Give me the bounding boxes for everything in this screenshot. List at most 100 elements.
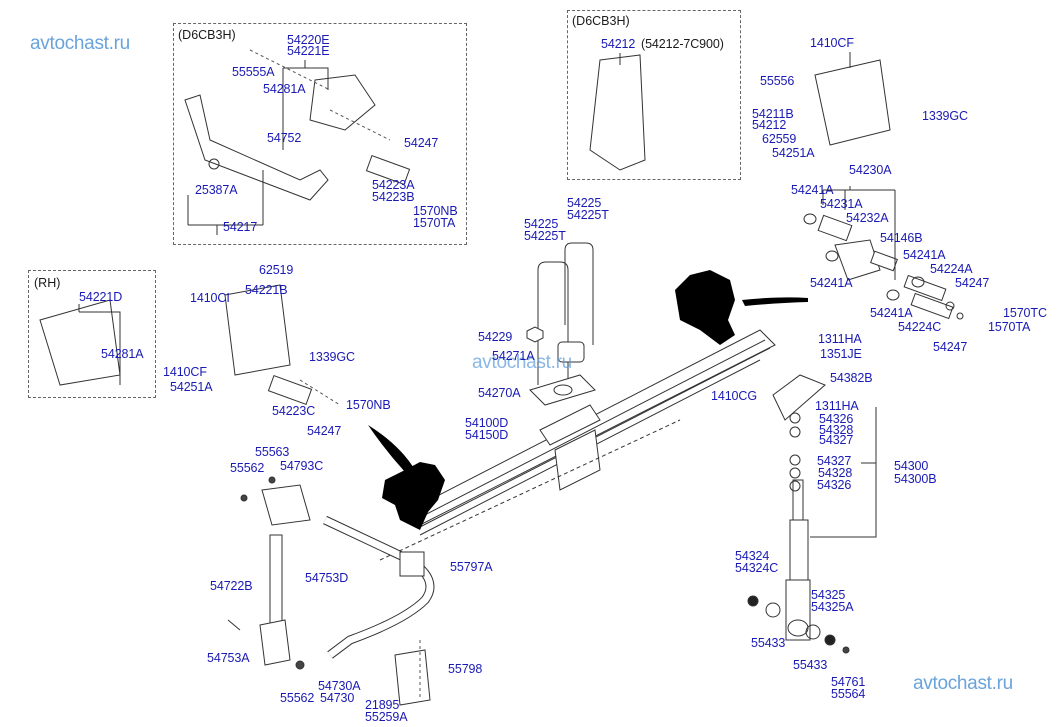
part-label-54327[interactable]: 54327 — [819, 433, 854, 447]
part-label-55562[interactable]: 55562 — [230, 461, 265, 475]
part-label-54326[interactable]: 54326 — [817, 478, 852, 492]
part-label-54100D[interactable]: 54100D — [465, 416, 509, 430]
leaf-spring — [379, 329, 776, 561]
part-label-54730[interactable]: 54730 — [320, 691, 355, 705]
part-label-54241A[interactable]: 54241A — [810, 276, 853, 290]
part-label-54247[interactable]: 54247 — [955, 276, 990, 290]
part-label-54251A[interactable]: 54251A — [772, 146, 815, 160]
part-label-54223C[interactable]: 54223C — [272, 404, 316, 418]
part-label-54722B[interactable]: 54722B — [210, 579, 253, 593]
part-label-1570TA[interactable]: 1570TA — [413, 216, 456, 230]
group-title: (D6CB3H) — [572, 14, 630, 28]
part-label-54225[interactable]: 54225 — [524, 217, 559, 231]
part-label-1570TC[interactable]: 1570TC — [1003, 306, 1047, 320]
part-label-54223B[interactable]: 54223B — [372, 190, 415, 204]
part-label-54230A[interactable]: 54230A — [849, 163, 892, 177]
part-label-54241A[interactable]: 54241A — [791, 183, 834, 197]
part-label-54212[interactable]: 54212 — [752, 118, 787, 132]
part-label-55564[interactable]: 55564 — [831, 687, 866, 701]
part-label-54211B[interactable]: 54211B — [752, 107, 794, 121]
part-label-55259A[interactable]: 55259A — [365, 710, 408, 724]
part-label-62519[interactable]: 62519 — [259, 263, 294, 277]
part-label-54225T[interactable]: 54225T — [524, 229, 566, 243]
part-label-1311HA[interactable]: 1311HA — [818, 332, 862, 346]
part-label-54224C[interactable]: 54224C — [898, 320, 942, 334]
part-label-54324[interactable]: 54324 — [735, 549, 770, 563]
part-label-1311HA[interactable]: 1311HA — [815, 399, 859, 413]
part-label-25387A[interactable]: 25387A — [195, 183, 238, 197]
part-label-55798[interactable]: 55798 — [448, 662, 483, 676]
part-label-54281A[interactable]: 54281A — [263, 82, 306, 96]
part-label-54753A[interactable]: 54753A — [207, 651, 250, 665]
part-label-54324C[interactable]: 54324C — [735, 561, 779, 575]
watermark: avtochast.ru — [30, 33, 130, 54]
part-label-55562[interactable]: 55562 — [280, 691, 315, 705]
watermark: avtochast.ru — [913, 673, 1013, 694]
part-label-55563[interactable]: 55563 — [255, 445, 290, 459]
part-label-54251A[interactable]: 54251A — [170, 380, 213, 394]
group-title: (RH) — [34, 276, 61, 290]
group-box-rh — [28, 270, 156, 398]
part-label-54300B[interactable]: 54300B — [894, 472, 937, 486]
part-label-54730A[interactable]: 54730A — [318, 679, 361, 693]
part-label-54221D[interactable]: 54221D — [79, 290, 123, 304]
u-bolts — [526, 242, 596, 406]
part-label-54328[interactable]: 54328 — [818, 466, 853, 480]
part-label-54761[interactable]: 54761 — [831, 675, 866, 689]
part-label-54241A[interactable]: 54241A — [870, 306, 913, 320]
part-label-1351JE[interactable]: 1351JE — [820, 347, 862, 361]
part-note: (54212-7C900) — [641, 37, 724, 51]
part-label-1410CF[interactable]: 1410CF — [810, 36, 854, 50]
part-label-54217[interactable]: 54217 — [223, 220, 258, 234]
part-label-1339GC[interactable]: 1339GC — [922, 109, 968, 123]
part-label-1570TA[interactable]: 1570TA — [988, 320, 1031, 334]
part-label-54753D[interactable]: 54753D — [305, 571, 349, 585]
part-label-54326[interactable]: 54326 — [819, 412, 854, 426]
group-title: (D6CB3H) — [178, 28, 236, 42]
part-label-54146B[interactable]: 54146B — [880, 231, 923, 245]
part-label-54221E[interactable]: 54221E — [287, 44, 330, 58]
part-label-54327[interactable]: 54327 — [817, 454, 852, 468]
part-label-54220E[interactable]: 54220E — [287, 33, 330, 47]
part-label-1570NB[interactable]: 1570NB — [346, 398, 391, 412]
part-label-55555A[interactable]: 55555A — [232, 65, 275, 79]
part-label-54328[interactable]: 54328 — [819, 423, 854, 437]
part-label-1410CF[interactable]: 1410CF — [163, 365, 207, 379]
part-label-62559[interactable]: 62559 — [762, 132, 797, 146]
part-label-54231A[interactable]: 54231A — [820, 197, 863, 211]
part-label-54325A[interactable]: 54325A — [811, 600, 854, 614]
part-label-1339GC[interactable]: 1339GC — [309, 350, 355, 364]
part-label-54270A[interactable]: 54270A — [478, 386, 521, 400]
part-label-54325[interactable]: 54325 — [811, 588, 846, 602]
part-label-54247[interactable]: 54247 — [404, 136, 439, 150]
part-label-54229[interactable]: 54229 — [478, 330, 513, 344]
part-label-54271A[interactable]: 54271A — [492, 349, 535, 363]
part-label-54225[interactable]: 54225 — [567, 196, 602, 210]
part-label-54752[interactable]: 54752 — [267, 131, 302, 145]
part-label-55797A[interactable]: 55797A — [450, 560, 493, 574]
part-label-54247[interactable]: 54247 — [933, 340, 968, 354]
part-label-54300[interactable]: 54300 — [894, 459, 929, 473]
part-label-55433[interactable]: 55433 — [751, 636, 786, 650]
part-label-54224A[interactable]: 54224A — [930, 262, 973, 276]
part-label-1410CI[interactable]: 1410CI — [190, 291, 230, 305]
part-label-1570NB[interactable]: 1570NB — [413, 204, 458, 218]
part-label-54232A[interactable]: 54232A — [846, 211, 889, 225]
part-label-54221B[interactable]: 54221B — [245, 283, 288, 297]
part-label-54382B[interactable]: 54382B — [830, 371, 873, 385]
part-label-54150D[interactable]: 54150D — [465, 428, 509, 442]
part-label-54212[interactable]: 54212 — [601, 37, 636, 51]
dashed-boxes-connectors — [249, 49, 421, 700]
part-label-54281A[interactable]: 54281A — [101, 347, 144, 361]
part-label-55433[interactable]: 55433 — [793, 658, 828, 672]
part-label-54223A[interactable]: 54223A — [372, 178, 415, 192]
part-label-54793C[interactable]: 54793C — [280, 459, 324, 473]
part-label-54225T[interactable]: 54225T — [567, 208, 609, 222]
part-label-21895[interactable]: 21895 — [365, 698, 400, 712]
shackle-artwork — [803, 213, 964, 320]
part-label-54241A[interactable]: 54241A — [903, 248, 946, 262]
part-label-1410CG[interactable]: 1410CG — [711, 389, 757, 403]
part-label-55556[interactable]: 55556 — [760, 74, 795, 88]
part-label-54247[interactable]: 54247 — [307, 424, 342, 438]
